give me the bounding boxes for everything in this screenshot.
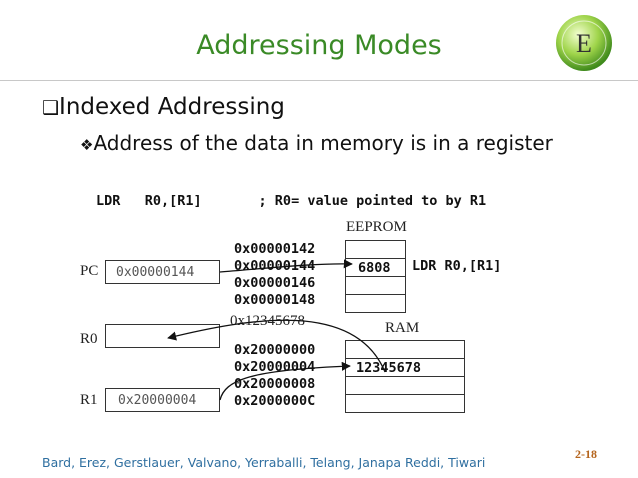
eeprom-address: 0x00000142 (234, 241, 316, 257)
eeprom-label: EEPROM (346, 219, 407, 235)
eeprom-cell (345, 294, 406, 313)
eeprom-address: 0x00000146 (234, 275, 316, 291)
r0-label: R0 (80, 331, 98, 347)
r1-label: R1 (80, 392, 98, 408)
ram-label: RAM (385, 320, 420, 336)
slide-title: Addressing Modes (196, 30, 442, 61)
pc-label: PC (80, 263, 99, 279)
ram-address: 0x20000000 (234, 342, 316, 358)
pc-to-eeprom-arrow (219, 259, 353, 273)
pc-value: 0x00000144 (116, 265, 195, 280)
logo-letter: E (576, 29, 592, 58)
r1-value: 0x20000004 (118, 393, 197, 408)
bullet-indexed-addressing: ❑Indexed Addressing (42, 94, 285, 120)
bullet2-text: Address of the data in memory is in a re… (93, 131, 553, 155)
university-logo: E (556, 15, 612, 71)
r0-register (105, 324, 220, 348)
footer-authors: Bard, Erez, Gerstlauer, Valvano, Yerraba… (42, 455, 486, 470)
ram-cell: 12345678 (345, 358, 465, 377)
r1-to-ram-arrow (219, 361, 351, 401)
slide-number: 2-18 (575, 447, 597, 461)
checkbox-bullet-icon: ❑ (42, 97, 60, 119)
eeprom-address: 0x00000148 (234, 292, 316, 308)
eeprom-cell-value: 6808 (358, 260, 391, 276)
ram-to-r0-arrow (167, 319, 386, 373)
r1-register: 0x20000004 (105, 388, 220, 412)
pc-register: 0x00000144 (105, 260, 220, 284)
eeprom-annotation: LDR R0,[R1] (412, 258, 502, 274)
sub-bullet: ❖Address of the data in memory is in a r… (80, 131, 553, 155)
ram-cell-value: 12345678 (356, 360, 422, 376)
title-divider (0, 80, 638, 81)
ram-cell (345, 394, 465, 413)
eeprom-address: 0x00000144 (234, 258, 316, 274)
ram-address: 0x20000008 (234, 376, 316, 392)
ram-address: 0x2000000C (234, 393, 316, 409)
instruction-line: LDR R0,[R1] ; R0= value pointed to by R1 (96, 193, 487, 209)
diamond-bullet-icon: ❖ (80, 136, 94, 154)
bullet1-text: Indexed Addressing (59, 94, 285, 120)
ram-address: 0x20000004 (234, 359, 316, 375)
